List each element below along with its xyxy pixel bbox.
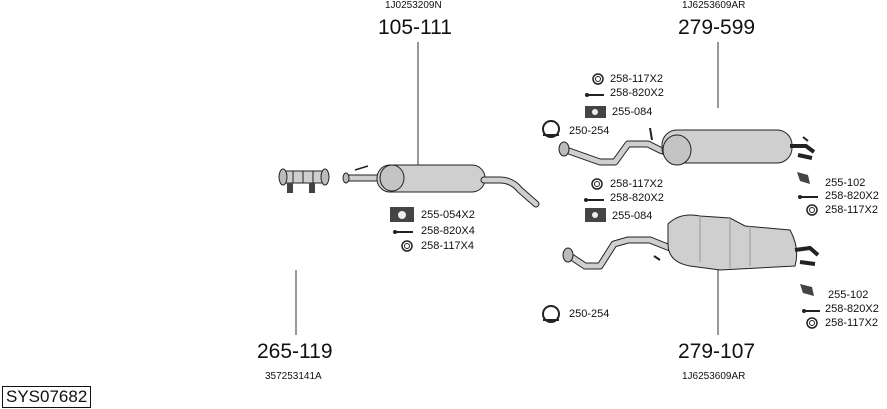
fitting-upper-bolt-top[interactable]: 258-820X2 [610,87,664,99]
fitting-middle-nut[interactable]: 258-117X4 [421,240,475,252]
part-no-rear-muffler-upper[interactable]: 279-599 [678,16,756,39]
oem-rear-muffler-lower: 1J6253609AR [682,371,746,382]
fitting-middle-hanger[interactable]: 255-054X2 [421,209,475,221]
fitting-upper-rear-nut[interactable]: 258-117X2 [825,204,879,216]
front-pipe-drawing [278,168,330,193]
upper-rear-muffler-drawing [558,127,816,166]
fitting-upper-nut-top[interactable]: 258-117X2 [610,73,664,85]
system-code-badge: SYS07682 [2,386,92,408]
middle-muffler-drawing [342,164,540,208]
fitting-lower-clamp[interactable]: 250-254 [569,308,610,320]
fitting-lower-rear-bolt[interactable]: 258-820X2 [825,303,879,315]
fitting-lower-nut-top[interactable]: 258-117X2 [610,178,664,190]
part-no-rear-muffler-lower[interactable]: 279-107 [678,340,756,363]
oem-middle-muffler: 1J0253209N [385,0,442,11]
fitting-lower-rear-nut[interactable]: 258-117X2 [825,317,879,329]
fitting-upper-clamp[interactable]: 250-254 [569,125,610,137]
lower-rear-muffler-drawing [562,214,820,271]
fitting-upper-rear-bolt[interactable]: 258-820X2 [825,190,879,202]
fitting-middle-bolt[interactable]: 258-820X4 [421,225,475,237]
middle-fittings-icons [390,207,414,252]
fitting-lower-hanger-top[interactable]: 255-084 [612,210,653,222]
upper-fittings-icons [542,73,818,216]
oem-front-pipe: 357253141A [265,371,322,382]
lower-fittings-icons [542,178,820,329]
oem-rear-muffler-upper: 1J6253609AR [682,0,746,11]
fitting-upper-rear-hanger[interactable]: 255-102 [825,177,866,189]
fitting-upper-hanger-top[interactable]: 255-084 [612,106,653,118]
part-no-front-pipe[interactable]: 265-119 [257,340,333,363]
part-no-middle-muffler[interactable]: 105-111 [378,16,452,39]
fitting-lower-rear-hanger[interactable]: 255-102 [828,289,869,301]
fitting-lower-bolt-top[interactable]: 258-820X2 [610,192,664,204]
